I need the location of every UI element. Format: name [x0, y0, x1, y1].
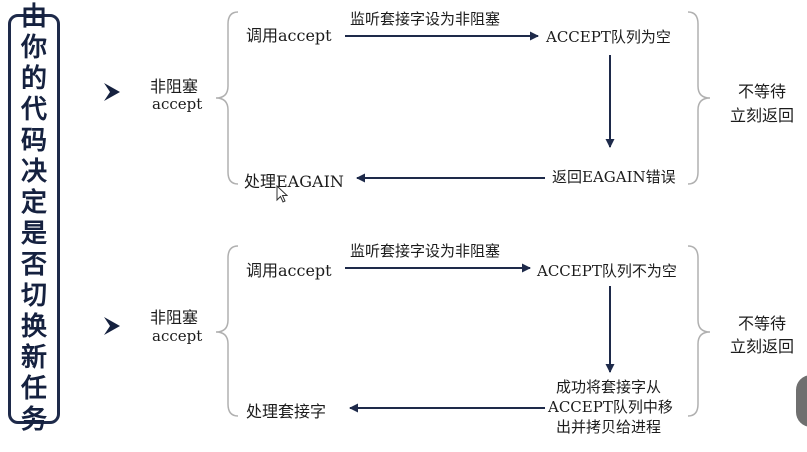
call-accept: 调用accept [246, 261, 332, 280]
vertical-title: 由你的代码决定是否切换新任务 [20, 2, 47, 435]
handle-text: 处理EAGAIN [244, 172, 344, 191]
mouse-cursor-icon [276, 185, 288, 203]
right-brace [687, 245, 711, 417]
nonblocking-label: 非阻塞 [150, 308, 199, 327]
arrow-label: 监听套接字设为非阻塞 [350, 10, 501, 28]
call-accept: 调用accept [246, 26, 332, 45]
title-box: 由你的代码决定是否切换新任务 [8, 2, 60, 435]
arrow-label: 监听套接字设为非阻塞 [350, 242, 501, 260]
scroll-knob[interactable] [796, 375, 807, 427]
right-brace [687, 11, 711, 185]
result-line3: 出并拷贝给进程 [556, 418, 662, 436]
queue-state: ACCEPT队列不为空 [537, 262, 677, 280]
chevron-right-icon [104, 317, 120, 335]
left-brace [215, 245, 239, 417]
side-note-line1: 不等待 [738, 82, 787, 101]
side-note-line2: 立刻返回 [730, 106, 795, 125]
queue-state: ACCEPT队列为空 [546, 28, 671, 46]
accept-label: accept [152, 327, 203, 345]
chevron-right-icon [104, 83, 120, 101]
nonblocking-label: 非阻塞 [150, 77, 199, 96]
side-note-line2: 立刻返回 [730, 337, 795, 356]
result-line1: 成功将套接字从 [556, 378, 662, 396]
handle-text: 处理套接字 [246, 402, 327, 421]
result-text: 返回EAGAIN错误 [552, 168, 676, 186]
accept-label: accept [152, 95, 203, 113]
left-brace [215, 11, 239, 185]
side-note-line1: 不等待 [738, 314, 787, 333]
result-line2: ACCEPT队列中移 [548, 398, 673, 416]
